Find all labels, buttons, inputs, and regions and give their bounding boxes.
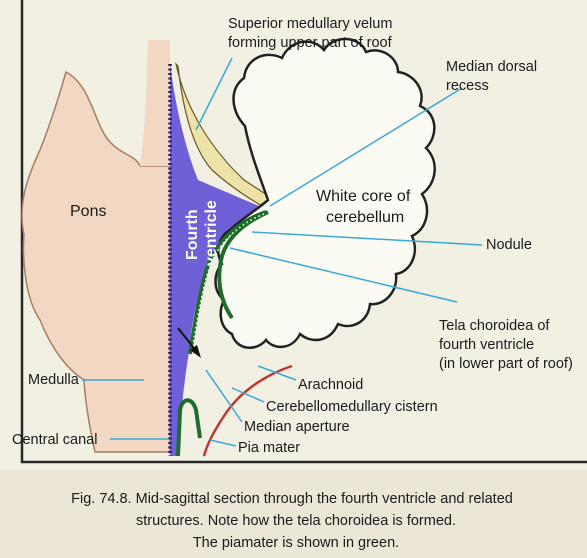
- label-central-canal: Central canal: [12, 432, 97, 448]
- label-median-aperture: Median aperture: [244, 419, 350, 435]
- label-pia-mater: Pia mater: [238, 440, 300, 456]
- label-white-core-2: cerebellum: [326, 209, 404, 226]
- label-nodule: Nodule: [486, 237, 532, 253]
- label-fourth-ventricle-1: Fourth: [184, 209, 201, 260]
- label-fourth-ventricle-2: ventricle: [203, 200, 220, 266]
- label-medulla: Medulla: [28, 372, 80, 388]
- label-tela-3: (in lower part of roof): [439, 356, 573, 372]
- label-cerebellomedullary-cistern: Cerebellomedullary cistern: [266, 399, 438, 415]
- label-median-dorsal-2: recess: [446, 78, 489, 94]
- label-pons: Pons: [70, 203, 106, 220]
- caption-line-1: Fig. 74.8. Mid-sagittal section through …: [71, 491, 513, 507]
- caption-line-2: structures. Note how the tela choroidea …: [136, 513, 456, 529]
- label-arachnoid: Arachnoid: [298, 377, 363, 393]
- label-superior-velum-1: Superior medullary velum: [228, 16, 392, 32]
- label-median-dorsal-1: Median dorsal: [446, 59, 537, 75]
- label-superior-velum-2: forming upper part of roof: [228, 35, 393, 51]
- caption-line-3: The piamater is shown in green.: [193, 535, 399, 551]
- label-tela-1: Tela choroidea of: [439, 318, 550, 334]
- label-white-core-1: White core of: [316, 188, 411, 205]
- label-tela-2: fourth ventricle: [439, 337, 534, 353]
